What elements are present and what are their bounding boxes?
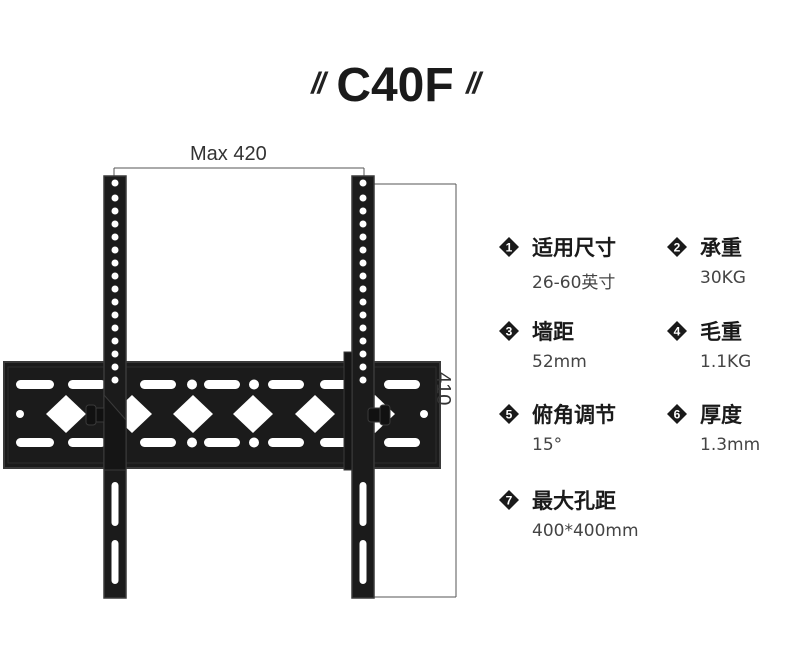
title-slash-left: // <box>311 67 326 100</box>
spec-value: 52mm <box>532 352 587 372</box>
number-1-badge-icon: 1 <box>499 237 519 257</box>
product-title: // C40F // <box>0 58 790 113</box>
title-slash-right: // <box>466 67 481 100</box>
number-5-badge-icon: 5 <box>499 404 519 424</box>
spec-label: 最大孔距 <box>532 489 616 513</box>
spec-item-wall-distance: 3 墙距 52mm <box>498 316 587 372</box>
svg-text:7: 7 <box>506 494 513 508</box>
svg-text:2: 2 <box>674 241 681 255</box>
height-label: 410 <box>432 372 454 406</box>
spec-label: 墙距 <box>532 320 574 344</box>
number-7-badge-icon: 7 <box>499 490 519 510</box>
spec-label: 承重 <box>700 236 742 260</box>
right-vertical-arm <box>343 175 391 599</box>
spec-item-max-hole-pitch: 7 最大孔距 400*400mm <box>498 485 639 541</box>
svg-text:3: 3 <box>506 325 513 339</box>
spec-item-thickness: 6 厚度 1.3mm <box>666 399 760 455</box>
left-vertical-arm <box>85 175 127 599</box>
spec-value: 1.1KG <box>700 352 752 372</box>
spec-label: 毛重 <box>700 320 742 344</box>
svg-text:1: 1 <box>506 241 513 255</box>
spec-label: 俯角调节 <box>532 403 616 427</box>
spec-item-gross-weight: 4 毛重 1.1KG <box>666 316 751 372</box>
number-3-badge-icon: 3 <box>499 321 519 341</box>
spec-value: 30KG <box>700 268 746 288</box>
wall-mount-illustration <box>3 167 457 599</box>
svg-text:5: 5 <box>506 408 513 422</box>
number-4-badge-icon: 4 <box>667 321 687 341</box>
width-dimension-line <box>113 167 365 178</box>
model-name: C40F <box>336 59 454 112</box>
spec-value: 400*400mm <box>532 521 639 541</box>
spec-value: 26-60英寸 <box>532 273 616 293</box>
spec-value: 15° <box>532 435 563 455</box>
height-dimension-line <box>372 183 457 598</box>
spec-value: 1.3mm <box>700 435 761 455</box>
spec-item-tilt: 5 俯角调节 15° <box>498 399 616 455</box>
number-6-badge-icon: 6 <box>667 404 687 424</box>
number-2-badge-icon: 2 <box>667 237 687 257</box>
spec-item-load: 2 承重 30KG <box>666 232 746 288</box>
svg-text:4: 4 <box>674 325 681 339</box>
svg-text:6: 6 <box>674 408 681 422</box>
spec-label: 厚度 <box>700 403 742 427</box>
spec-item-size: 1 适用尺寸 26-60英寸 <box>498 232 616 293</box>
width-label: Max 420 <box>190 143 267 165</box>
spec-label: 适用尺寸 <box>532 236 616 260</box>
